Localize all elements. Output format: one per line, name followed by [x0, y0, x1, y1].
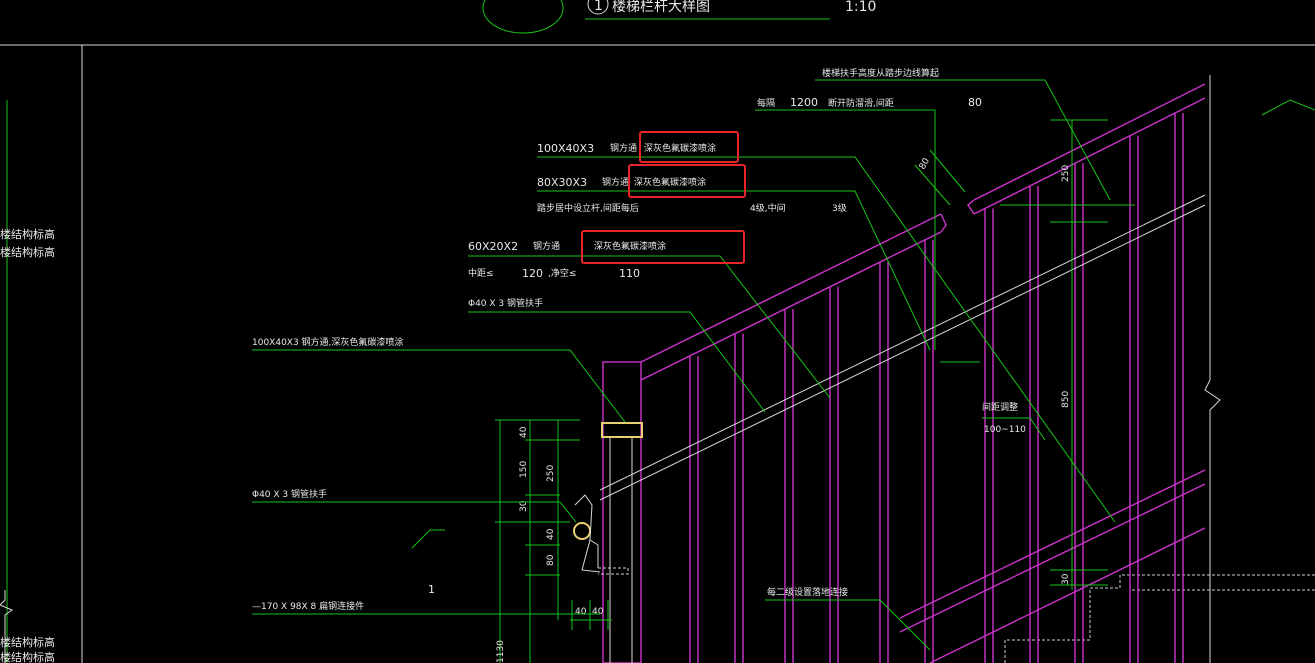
- dim-right-30: 30: [1061, 573, 1071, 585]
- rail-top-2: [640, 231, 942, 381]
- note-left-tube: 100X40X3 钢方通,深灰色氟碳漆喷涂: [252, 336, 403, 348]
- note-mid-tube-type: 钢方通: [602, 176, 629, 188]
- note-handrail-pipe: Φ40 X 3 钢管扶手: [468, 297, 543, 309]
- marker-1: 1: [428, 583, 435, 596]
- stair-tread-outline-2: [1129, 589, 1315, 663]
- note-baluster-finish: 深灰色氟碳漆喷涂: [594, 240, 666, 252]
- rail-top-1: [640, 213, 942, 363]
- top-tube-section: [601, 422, 643, 438]
- rail-bottom-2: [899, 483, 1206, 633]
- level-label-4: 楼结构标高: [0, 650, 55, 663]
- right-dimension-chain: [1050, 119, 1108, 590]
- handrail-line-2: [599, 204, 1206, 501]
- note-steps-3: 3级: [832, 202, 847, 214]
- slope-dim-2: [929, 149, 966, 193]
- stair-tread-outline: [1004, 574, 1315, 663]
- dim-right-850: 850: [1061, 391, 1071, 408]
- rail-bottom-1: [899, 469, 1206, 619]
- note-clear-val: 110: [619, 267, 640, 280]
- note-spacing-gap: 80: [968, 96, 982, 109]
- note-steps-4: 4级,中间: [750, 202, 786, 214]
- note-spacing-rest: 断开防溜滑,间距: [828, 97, 894, 109]
- level-label-3: 楼结构标高: [0, 635, 55, 649]
- bracket-shape-2: [589, 539, 599, 568]
- note-spacing-value: 1200: [790, 96, 818, 109]
- dim-40-mid: 40: [546, 528, 556, 540]
- plate-dashed: [598, 567, 629, 575]
- note-top-tube-type: 钢方通: [610, 142, 637, 154]
- highlight-box-top: [639, 131, 739, 163]
- rail-top-3: [973, 83, 1206, 201]
- note-left-handrail: Φ40 X 3 钢管扶手: [252, 488, 327, 500]
- dim-40-top: 40: [519, 426, 529, 438]
- dim-40-b1: 40: [575, 607, 587, 617]
- note-spacing-every: 每隔: [757, 97, 775, 109]
- break-line-right: [1204, 75, 1221, 663]
- title-number-circle: [587, 0, 609, 15]
- handrail-pipe-section: [573, 522, 591, 540]
- rail-end-1: [940, 213, 947, 233]
- title-circle-number: 1: [594, 0, 603, 14]
- note-embed: 每二级设置落地连接: [767, 586, 848, 598]
- note-center-dist: 中距≤: [468, 267, 494, 279]
- level-label-2: 楼结构标高: [0, 245, 55, 259]
- level-label-1: 楼结构标高: [0, 227, 55, 241]
- leader-lines: [252, 79, 1315, 651]
- note-gap-label: 间距调整: [982, 401, 1018, 413]
- rail-end-2: [967, 199, 975, 215]
- dim-80-slope: 80: [918, 156, 932, 171]
- title-circle: [482, 0, 564, 34]
- rail-bottom-3: [929, 527, 1206, 663]
- balusters: [689, 113, 1184, 663]
- note-plate: —170 X 98X 8 扁钢连接件: [252, 600, 364, 612]
- dim-150: 150: [519, 461, 529, 478]
- railing-structure: [602, 83, 1206, 663]
- dimension-chain: [495, 419, 612, 663]
- handrail-line: [599, 194, 1206, 491]
- note-center-val: 120: [522, 267, 543, 280]
- note-baluster-type: 钢方通: [533, 240, 560, 252]
- note-top-tube-finish: 深灰色氟碳漆喷涂: [644, 142, 716, 154]
- bracket-shape: [574, 494, 601, 573]
- dim-40-b2: 40: [592, 607, 604, 617]
- dim-right-250: 250: [1061, 165, 1071, 182]
- highlight-box-mid: [628, 164, 746, 198]
- note-mid-tube-spec: 80X30X3: [537, 176, 587, 189]
- dim-80: 80: [546, 554, 556, 566]
- dim-1130: 1130: [496, 640, 506, 663]
- note-baluster-spec: 60X20X2: [468, 240, 518, 253]
- newel-post: [602, 361, 642, 663]
- note-mid-tube-finish: 深灰色氟碳漆喷涂: [634, 176, 706, 188]
- break-line-left: [0, 590, 14, 663]
- title-scale: 1:10: [845, 0, 876, 15]
- note-post: 踏步居中设立杆,间距每后: [537, 202, 639, 214]
- dim-30: 30: [519, 500, 529, 512]
- note-handrail-height: 楼梯扶手高度从踏步边线算起: [822, 67, 939, 79]
- dim-250: 250: [546, 465, 556, 482]
- note-top-tube-spec: 100X40X3: [537, 142, 594, 155]
- highlight-box-baluster: [581, 230, 745, 264]
- note-gap-range: 100~110: [984, 425, 1026, 435]
- title-name: 楼梯栏杆大样图: [612, 0, 710, 15]
- note-clear-dist: ,净空≤: [548, 267, 576, 279]
- rail-top-4: [973, 97, 1206, 215]
- slope-dim-1: [914, 164, 951, 206]
